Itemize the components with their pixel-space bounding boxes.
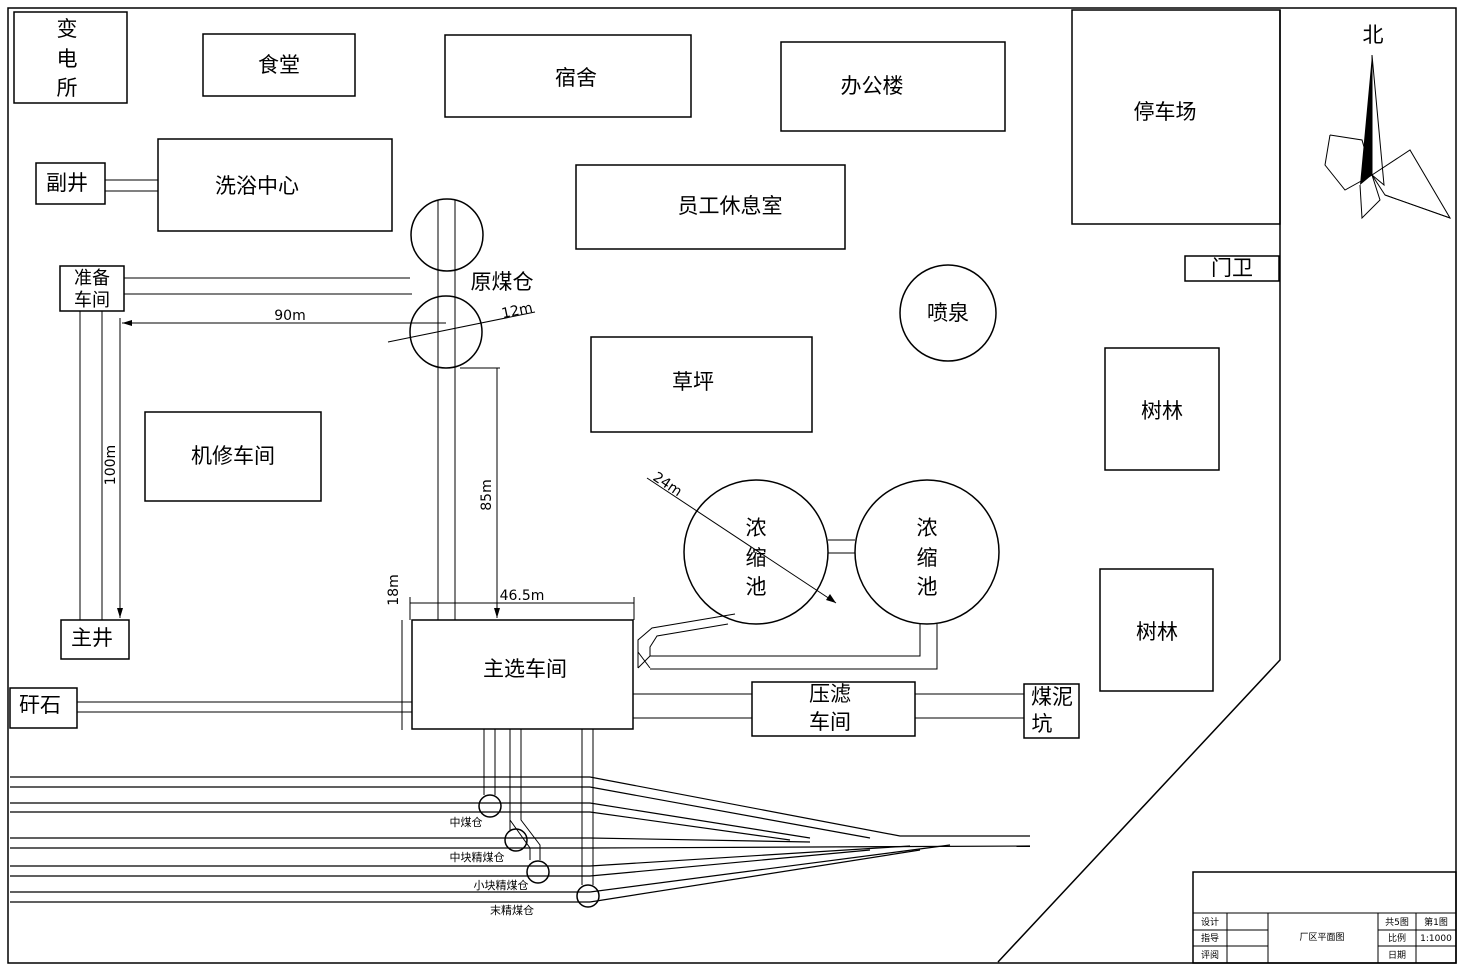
filter-press-box: [751, 681, 916, 737]
office-box: [780, 41, 1006, 132]
thickener-1-label-2: 缩: [746, 546, 767, 570]
dim-100m: 100m: [103, 445, 119, 485]
thickener-1-label-3: 池: [746, 575, 767, 599]
thickener-2-circle: [854, 479, 1000, 625]
fountain-label: 喷泉: [927, 301, 969, 325]
filter-press-label-1: 压滤: [809, 682, 851, 706]
lawn-box: [590, 336, 813, 433]
dim-18m: 18m: [386, 574, 402, 605]
woods-2-label: 树林: [1136, 620, 1178, 644]
title-block: 设计 指导 评阅 厂区平面图 共5图 第1图 比例 1:1000 日期: [1192, 871, 1457, 964]
thickener-2-label-3: 池: [917, 575, 938, 599]
aux-shaft-box: [35, 162, 106, 205]
main-shaft-box: [60, 619, 130, 660]
small-lump-bin: [526, 860, 550, 884]
fountain-circle: [899, 264, 997, 362]
staff-lounge-label: 员工休息室: [678, 194, 783, 218]
drawing-frame: [7, 7, 1457, 964]
substation-label-2: 电: [57, 47, 78, 71]
tb-guide-label: 指导: [1201, 932, 1219, 944]
thickener-1-circle: [683, 479, 829, 625]
prep-workshop-box: [59, 265, 125, 312]
dim-12m: 12m: [500, 300, 534, 322]
main-prep-box: [411, 619, 634, 730]
thickener-2-label-1: 浓: [917, 516, 938, 540]
mid-lump-bin: [504, 828, 528, 852]
dim-24m: 24m: [650, 469, 685, 500]
tb-sheet-number: 第1图: [1424, 916, 1448, 928]
raw-coal-bin-bottom: [409, 295, 483, 369]
office-label: 办公楼: [841, 74, 904, 98]
dim-90m: 90m: [274, 308, 305, 324]
filter-press-label-2: 车间: [809, 710, 851, 734]
gate-label: 门卫: [1211, 256, 1253, 280]
woods-2-box: [1099, 568, 1214, 692]
lawn-label: 草坪: [672, 370, 714, 394]
raw-coal-bin-top: [410, 198, 484, 272]
prep-workshop-label-1: 准备: [74, 268, 110, 289]
small-lump-bin-label: 小块精煤仓: [474, 878, 529, 892]
thickener-2-label-2: 缩: [917, 546, 938, 570]
woods-1-box: [1104, 347, 1220, 471]
tb-total-sheets: 共5图: [1385, 917, 1409, 928]
dormitory-box: [444, 34, 692, 118]
tb-drawing-name: 厂区平面图: [1299, 932, 1344, 943]
bath-center-label: 洗浴中心: [215, 174, 299, 198]
dim-46-5m: 46.5m: [500, 588, 545, 604]
dormitory-label: 宿舍: [555, 66, 597, 90]
aux-shaft-label: 副井: [46, 171, 88, 195]
canteen-label: 食堂: [258, 53, 300, 77]
slime-pit-label-2: 坑: [1032, 712, 1053, 736]
main-shaft-label: 主井: [71, 626, 113, 650]
site-boundary: [997, 10, 1281, 963]
slime-pit-box: [1023, 683, 1080, 739]
substation-label-1: 变: [57, 17, 78, 41]
substation-box: [13, 11, 128, 104]
fine-coal-bin: [576, 884, 600, 908]
main-prep-label: 主选车间: [483, 657, 567, 681]
canteen-box: [202, 33, 356, 97]
staff-lounge-box: [575, 164, 846, 250]
repair-workshop-label: 机修车间: [191, 444, 275, 468]
parking-label: 停车场: [1134, 100, 1197, 124]
tb-scale-value: 1:1000: [1420, 934, 1452, 944]
bath-center-box: [157, 138, 393, 232]
gangue-label: 矸石: [19, 693, 61, 717]
repair-workshop-box: [144, 411, 322, 502]
parking-box: [1071, 9, 1281, 225]
north-label: 北: [1363, 23, 1384, 47]
mid-lump-bin-label: 中块精煤仓: [450, 850, 505, 864]
rail-tracks: [10, 776, 1031, 903]
tb-design-label: 设计: [1201, 916, 1219, 928]
raw-coal-bin-label: 原煤仓: [471, 270, 534, 294]
gangue-box: [9, 687, 78, 729]
dim-85m: 85m: [479, 479, 495, 510]
substation-label-3: 所: [57, 76, 78, 100]
tb-review-label: 评阅: [1201, 950, 1219, 961]
prep-workshop-label-2: 车间: [74, 290, 110, 311]
fine-coal-bin-label: 末精煤仓: [490, 903, 534, 917]
mid-coal-bin: [478, 794, 502, 818]
north-arrow-icon: 北: [1324, 23, 1452, 220]
woods-1-label: 树林: [1141, 399, 1183, 423]
tb-date-label: 日期: [1388, 950, 1406, 961]
mid-coal-bin-label: 中煤仓: [450, 815, 483, 829]
gate-box: [1184, 255, 1280, 282]
slime-pit-label-1: 煤泥: [1031, 685, 1073, 709]
tb-scale-label: 比例: [1388, 932, 1406, 944]
thickener-1-label-1: 浓: [746, 516, 767, 540]
